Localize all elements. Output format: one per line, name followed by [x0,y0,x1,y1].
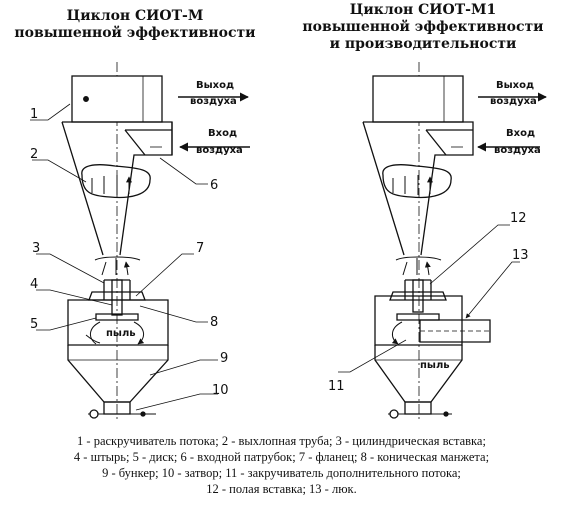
left-num-2: 2 [30,147,38,162]
left-cyclone [30,62,250,420]
left-pin [111,279,123,316]
right-air-out-label-1: Выход [496,80,534,91]
right-hollow-insert [404,279,432,300]
left-exhaust-pipe [81,164,151,199]
left-air-in-label-2: воздуха [196,145,243,156]
left-num-10: 10 [212,383,229,398]
right-air-out-label-2: воздуха [490,96,537,107]
right-disk [396,313,440,321]
right-spinner-block [372,75,464,123]
left-num-8: 8 [210,315,218,330]
right-dust-label: пыль [420,360,450,371]
legend-line-4: 12 - полая вставка; 13 - люк. [206,482,357,496]
legend-line-1: 1 - раскручиватель потока; 2 - выхлопная… [77,434,486,448]
right-title-line-3: и производительности [329,36,517,52]
left-inlet-pipe [124,122,173,156]
right-hatch [419,319,491,343]
right-cyclone-title: Циклон СИОТ-М1 повышенной эффективности … [283,2,563,53]
right-flange [389,291,447,301]
left-num-6: 6 [210,178,218,193]
left-labels: Выход воздуха Вход воздуха пыль 1 2 3 4 … [30,80,243,398]
right-air-in-label-2: воздуха [494,145,541,156]
right-bunker [374,345,463,403]
right-shutter [404,401,432,415]
left-air-out-label-2: воздуха [190,96,237,107]
left-num-3: 3 [32,241,40,256]
left-num-9: 9 [220,351,228,366]
right-num-13: 13 [512,248,529,263]
left-title-line-1: Циклон СИОТ-М [66,8,204,24]
right-labels: Выход воздуха Вход воздуха пыль 12 13 11 [328,80,541,394]
left-num-7: 7 [196,241,204,256]
left-cyclone-title: Циклон СИОТ-М повышенной эффективности [0,8,270,42]
right-air-in-label-1: Вход [506,128,535,139]
legend-line-3: 9 - бункер; 10 - затвор; 11 - закручиват… [102,466,461,480]
left-air-out-label-1: Выход [196,80,234,91]
right-num-12: 12 [510,211,527,226]
left-num-5: 5 [30,317,38,332]
right-num-11: 11 [328,379,345,394]
legend: 1 - раскручиватель потока; 2 - выхлопная… [0,433,563,497]
left-num-4: 4 [30,277,38,292]
right-inlet-pipe [425,129,473,156]
right-title-line-2: повышенной эффективности [302,19,544,35]
left-dust-label: пыль [106,328,136,339]
left-title-line-2: повышенной эффективности [14,25,256,41]
right-exhaust-pipe [382,164,452,199]
right-cyclone [338,62,547,420]
legend-line-2: 4 - штырь; 5 - диск; 6 - входной патрубо… [73,450,490,464]
left-num-1: 1 [30,107,38,122]
left-air-in-label-1: Вход [208,128,237,139]
right-title-line-1: Циклон СИОТ-М1 [349,2,497,18]
left-bunker [67,345,169,403]
